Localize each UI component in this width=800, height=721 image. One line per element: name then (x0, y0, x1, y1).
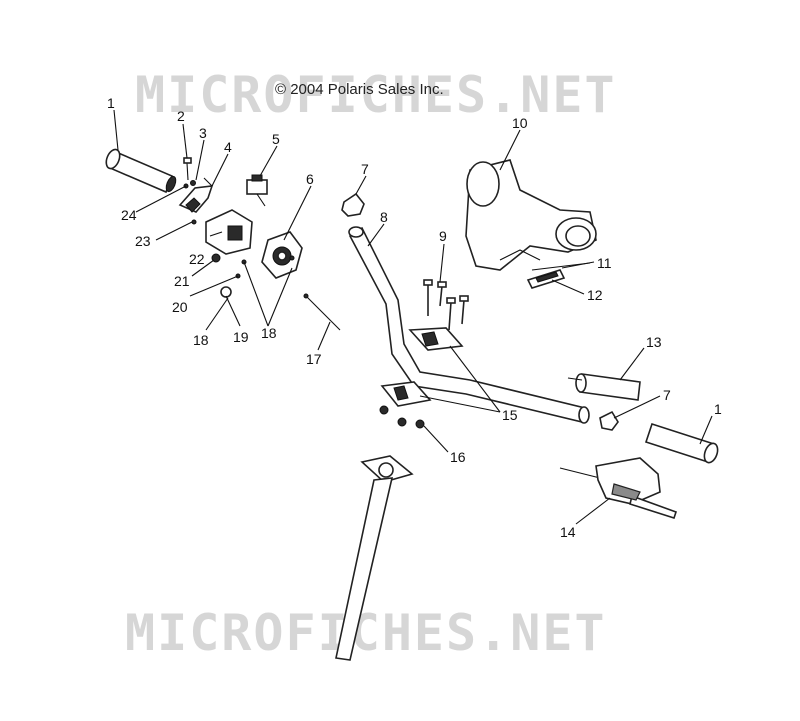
left-grip (105, 148, 177, 194)
handlebar-pad-10 (465, 159, 597, 271)
callout-16: 16 (450, 449, 466, 465)
callout-7-right: 7 (663, 387, 671, 403)
callout-1-right: 1 (714, 401, 722, 417)
brake-lever-14 (559, 457, 678, 520)
callout-19: 19 (233, 329, 249, 345)
watermark-top: MICROFICHES.NET (135, 66, 617, 124)
right-grip (644, 422, 719, 464)
steering-post (335, 455, 414, 661)
callout-labels: 1 2 3 4 5 6 7 8 9 10 11 12 13 7 1 14 15 … (107, 95, 722, 540)
callout-15: 15 (502, 407, 518, 423)
callout-9: 9 (439, 228, 447, 244)
callout-4: 4 (224, 139, 232, 155)
watermark-bottom: MICROFICHES.NET (125, 604, 607, 662)
callout-3: 3 (199, 125, 207, 141)
bolts-9 (423, 279, 469, 331)
handlebar-8 (348, 226, 590, 424)
callout-8: 8 (380, 209, 388, 225)
clamp-4 (178, 177, 214, 213)
callout-17: 17 (306, 351, 322, 367)
nuts-16 (379, 405, 425, 429)
callout-22: 22 (189, 251, 205, 267)
leader-lines (113, 109, 713, 525)
bracket-5 (246, 174, 268, 207)
callout-21: 21 (174, 273, 190, 289)
callout-18-right: 18 (261, 325, 277, 341)
callout-5: 5 (272, 131, 280, 147)
callout-24: 24 (121, 207, 137, 223)
clamps-15 (380, 327, 464, 407)
screw-2 (183, 157, 192, 181)
callout-2: 2 (177, 108, 185, 124)
callout-10: 10 (512, 115, 528, 131)
grip-13 (567, 373, 641, 401)
pin-3 (190, 180, 196, 186)
callout-1-left: 1 (107, 95, 115, 111)
callout-14: 14 (560, 524, 576, 540)
callout-20: 20 (172, 299, 188, 315)
callout-7-top: 7 (361, 161, 369, 177)
callout-13: 13 (646, 334, 662, 350)
copyright-text: © 2004 Polaris Sales Inc. (275, 81, 444, 98)
strap-11-12 (526, 262, 591, 289)
callout-18-left: 18 (193, 332, 209, 348)
callout-6: 6 (306, 171, 314, 187)
housing-6 (261, 231, 303, 279)
callout-23: 23 (135, 233, 151, 249)
end-cap-7b (599, 410, 619, 431)
end-cap-7a (341, 192, 365, 217)
callout-11: 11 (597, 255, 612, 271)
callout-12: 12 (587, 287, 603, 303)
cable-17 (303, 293, 341, 331)
